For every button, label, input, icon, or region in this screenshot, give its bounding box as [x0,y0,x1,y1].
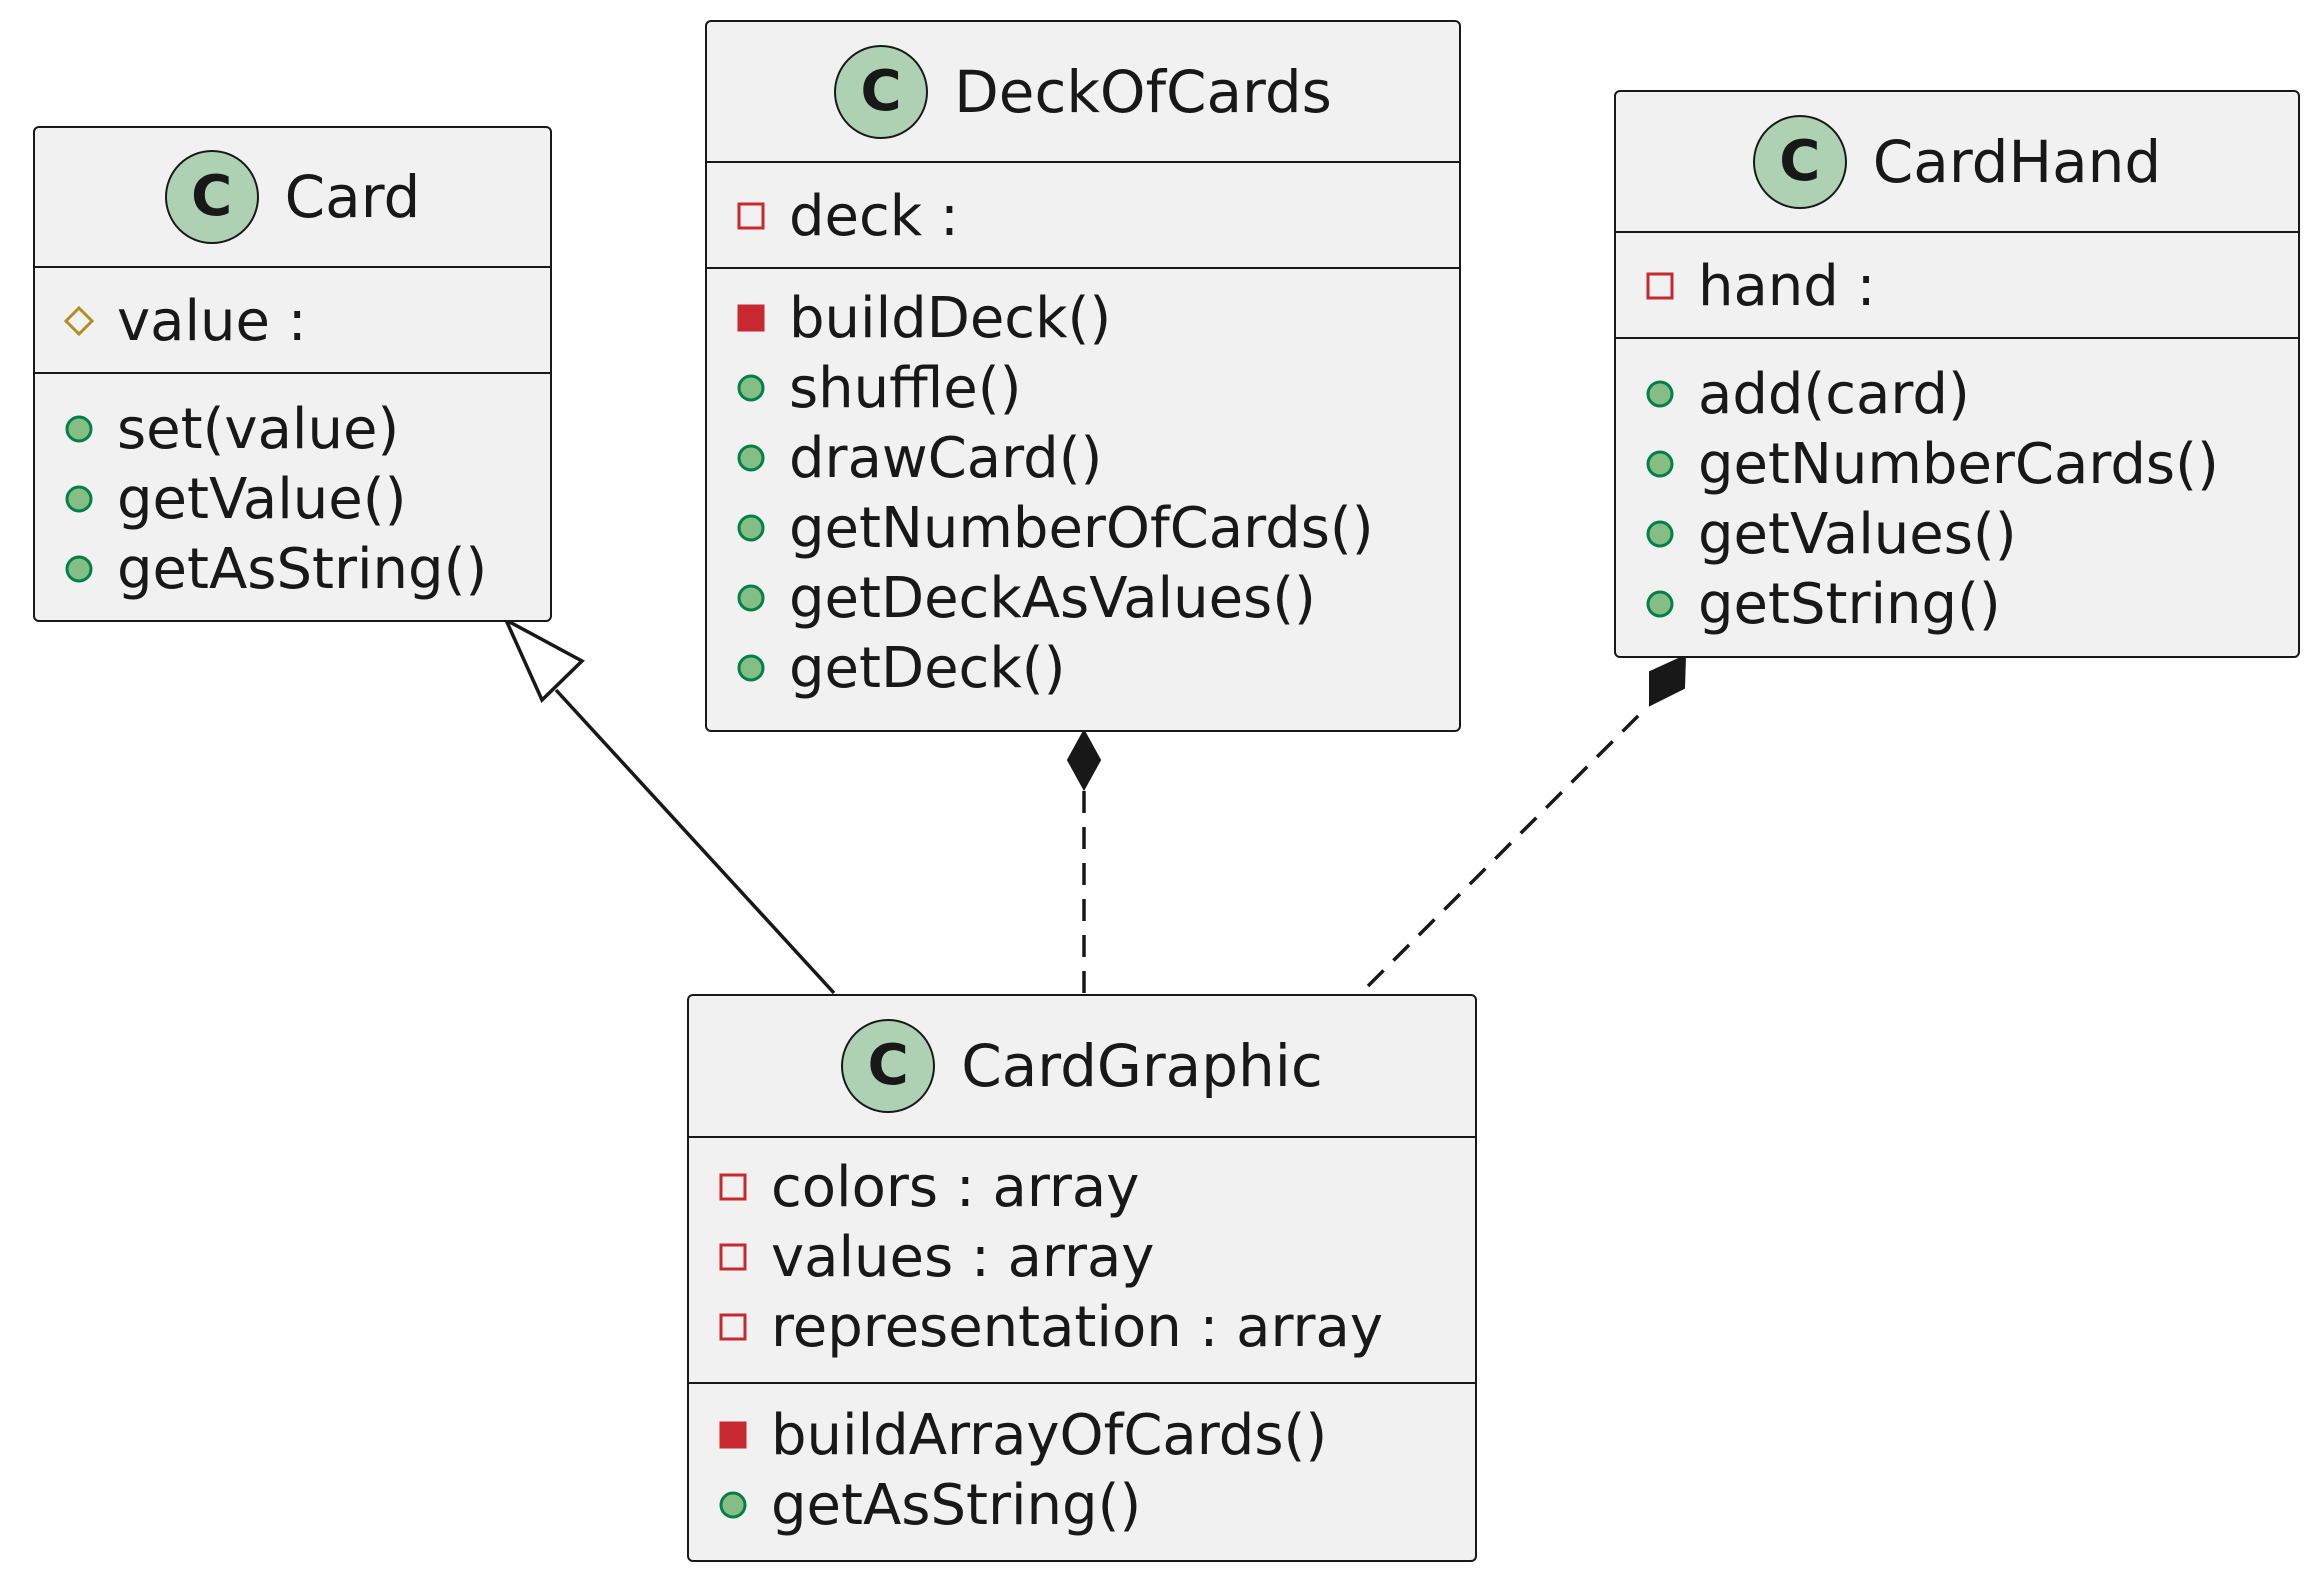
private-method-icon [715,1417,751,1453]
method-text: shuffle() [789,355,1022,421]
methods-section: add(card) getNumberCards() getValues() g… [1616,339,2298,639]
attributes-section: colors : array values : array representa… [689,1138,1475,1384]
method-row: getDeck() [733,633,1459,703]
public-visibility-icon [61,551,97,587]
method-row: buildArrayOfCards() [715,1400,1475,1470]
method-row: getDeckAsValues() [733,563,1459,633]
private-visibility-icon [1642,268,1678,304]
method-text: buildDeck() [789,285,1112,351]
attribute-text: values : array [771,1224,1155,1290]
method-row: getValues() [1642,499,2298,569]
class-header: C DeckOfCards [707,22,1459,163]
method-row: set(value) [61,394,550,464]
attribute-row: hand : [1642,251,2298,321]
attributes-section: deck : [707,163,1459,269]
method-row: getValue() [61,464,550,534]
public-visibility-icon [733,580,769,616]
method-text: drawCard() [789,425,1103,491]
attribute-row: value : [61,286,550,356]
method-text: getDeck() [789,635,1066,701]
attribute-text: value : [117,288,307,354]
attribute-row: colors : array [715,1152,1475,1222]
method-row: getString() [1642,569,2298,639]
class-badge-icon: C [834,44,929,139]
method-text: set(value) [117,396,400,462]
private-visibility-icon [715,1239,751,1275]
method-text: getAsString() [771,1472,1142,1538]
public-visibility-icon [733,440,769,476]
method-text: getValues() [1698,501,2017,567]
method-row: getNumberOfCards() [733,493,1459,563]
attributes-section: hand : [1616,233,2298,339]
method-text: getString() [1698,571,2001,637]
method-text: getNumberCards() [1698,431,2219,497]
public-visibility-icon [1642,376,1678,412]
composition-line-cardgraphic-cardhand [1366,707,1647,988]
protected-visibility-icon [61,303,97,339]
class-card-graphic[interactable]: C CardGraphic colors : array values : ar… [687,994,1477,1562]
class-name: Card [284,163,421,231]
public-visibility-icon [715,1487,751,1523]
method-row: add(card) [1642,359,2298,429]
methods-section: buildDeck() shuffle() drawCard() getNumb… [707,269,1459,703]
public-visibility-icon [61,411,97,447]
method-row: getAsString() [61,534,550,604]
method-text: getAsString() [117,536,488,602]
attribute-text: deck : [789,183,959,249]
class-card-hand[interactable]: C CardHand hand : add(card) getNumberCar… [1614,90,2300,658]
public-visibility-icon [733,650,769,686]
method-row: getAsString() [715,1470,1475,1540]
attribute-row: values : array [715,1222,1475,1292]
class-deck-of-cards[interactable]: C DeckOfCards deck : buildDeck() shuffle… [705,20,1461,732]
composition-diamond-deckofcards [1066,728,1102,792]
method-text: add(card) [1698,361,1970,427]
public-visibility-icon [1642,586,1678,622]
attributes-section: value : [35,268,550,374]
class-header: C CardGraphic [689,996,1475,1138]
class-name: CardGraphic [961,1032,1323,1100]
public-visibility-icon [733,370,769,406]
attribute-row: representation : array [715,1292,1475,1362]
method-text: getDeckAsValues() [789,565,1316,631]
class-name: DeckOfCards [954,57,1332,126]
public-visibility-icon [61,481,97,517]
class-badge-icon: C [841,1019,936,1113]
methods-section: set(value) getValue() getAsString() [35,374,550,604]
methods-section: buildArrayOfCards() getAsString() [689,1384,1475,1540]
method-row: shuffle() [733,353,1459,423]
private-method-icon [733,300,769,336]
public-visibility-icon [1642,516,1678,552]
class-card[interactable]: C Card value : set(value) getValue() get… [33,126,552,622]
inheritance-arrowhead-card [502,616,585,703]
class-header: C Card [35,128,550,268]
class-badge-icon: C [164,150,259,244]
class-header: C CardHand [1616,92,2298,233]
method-row: getNumberCards() [1642,429,2298,499]
method-text: getValue() [117,466,407,532]
private-visibility-icon [715,1309,751,1345]
class-name: CardHand [1872,127,2162,196]
class-badge-icon: C [1752,114,1847,209]
method-row: drawCard() [733,423,1459,493]
composition-diamond-cardhand [1649,654,1687,707]
inheritance-line-cardgraphic-card [554,688,836,995]
attribute-text: colors : array [771,1154,1140,1220]
attribute-text: hand : [1698,253,1876,319]
method-text: getNumberOfCards() [789,495,1374,561]
private-visibility-icon [715,1169,751,1205]
private-visibility-icon [733,198,769,234]
attribute-row: deck : [733,181,1459,251]
method-text: buildArrayOfCards() [771,1402,1328,1468]
method-row: buildDeck() [733,283,1459,353]
attribute-text: representation : array [771,1294,1384,1360]
public-visibility-icon [1642,446,1678,482]
public-visibility-icon [733,510,769,546]
